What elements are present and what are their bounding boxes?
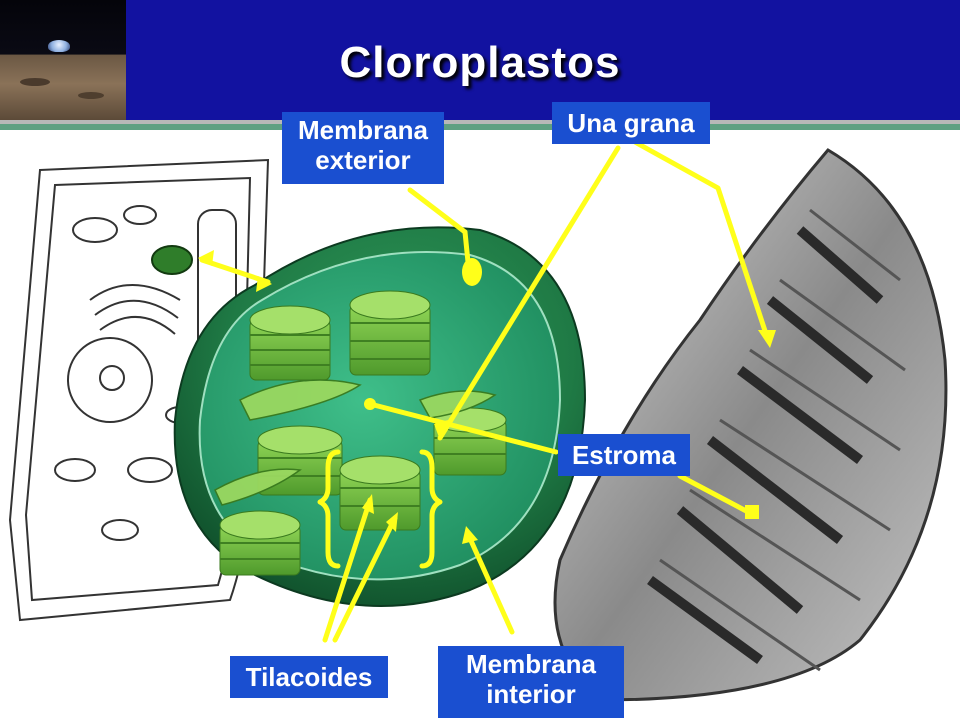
cell-chloroplast-highlight [151,245,193,275]
pointer-stroma-model [367,401,559,455]
arrowhead-thylakoid-left [362,494,374,514]
pointer-thylakoid-left [322,497,373,643]
arrowhead-cell-right [256,276,272,292]
pointer-granum-model [437,145,621,441]
earth-icon [48,40,70,52]
label-inner-membrane-line2: interior [486,679,576,709]
cell-golgi [89,284,181,335]
label-outer-membrane: Membrana exterior [282,112,444,184]
dot-stroma [364,398,376,410]
cell-organelle [54,458,96,482]
cell-organelle [127,457,173,483]
cell-nucleus [67,337,153,423]
micrograph-stacks [647,226,884,665]
label-outer-membrane-line1: Membrana [297,115,429,145]
arrowhead-cell-left [198,250,214,266]
arrowhead-granum [434,420,448,440]
thylakoid-braces [317,449,443,569]
pointer-outer-membrane-tail [462,229,471,265]
pointer-granum-micrograph [632,139,771,343]
right-brace [419,449,443,569]
cell-organelle [72,217,118,243]
pointer-heads [198,250,776,544]
label-outer-membrane-line2: exterior [315,145,411,175]
slide-title: Cloroplastos [339,38,621,87]
cell-organelle [101,519,139,541]
earthrise-thumbnail [0,0,126,120]
pointer-lines [199,139,771,643]
label-stroma: Estroma [558,434,690,476]
pointer-thylakoid-right [332,515,398,643]
arrowhead-granum-micrograph [758,330,776,348]
pointer-stroma-micrograph [677,473,753,516]
chloroplast-3d-model [173,226,587,607]
pointer-outer-membrane [407,187,468,235]
label-granum: Una grana [552,102,710,144]
label-inner-membrane-line1: Membrana [465,649,597,679]
arrowhead-thylakoid-right [386,512,398,532]
moon-crater [78,92,104,99]
electron-micrograph [553,148,948,702]
cell-nucleolus [99,365,125,391]
header-divider [0,120,960,124]
pointer-inner-membrane [465,531,515,635]
stroma-lamellae [214,379,497,506]
label-inner-membrane: Membrana interior [438,646,624,718]
moon-crater [20,78,50,86]
label-thylakoids: Tilacoides [230,656,388,698]
pointer-cell-to-chloroplast [199,257,271,285]
left-brace [317,449,341,569]
grana-stacks [219,290,507,576]
header-accent-stripe [0,124,960,130]
dot-stroma-micrograph [745,505,759,519]
cell-organelle [123,205,157,225]
pointer-bulb-outer-membrane [462,258,482,286]
slide-header [0,0,960,120]
arrowhead-inner-membrane [462,526,478,544]
